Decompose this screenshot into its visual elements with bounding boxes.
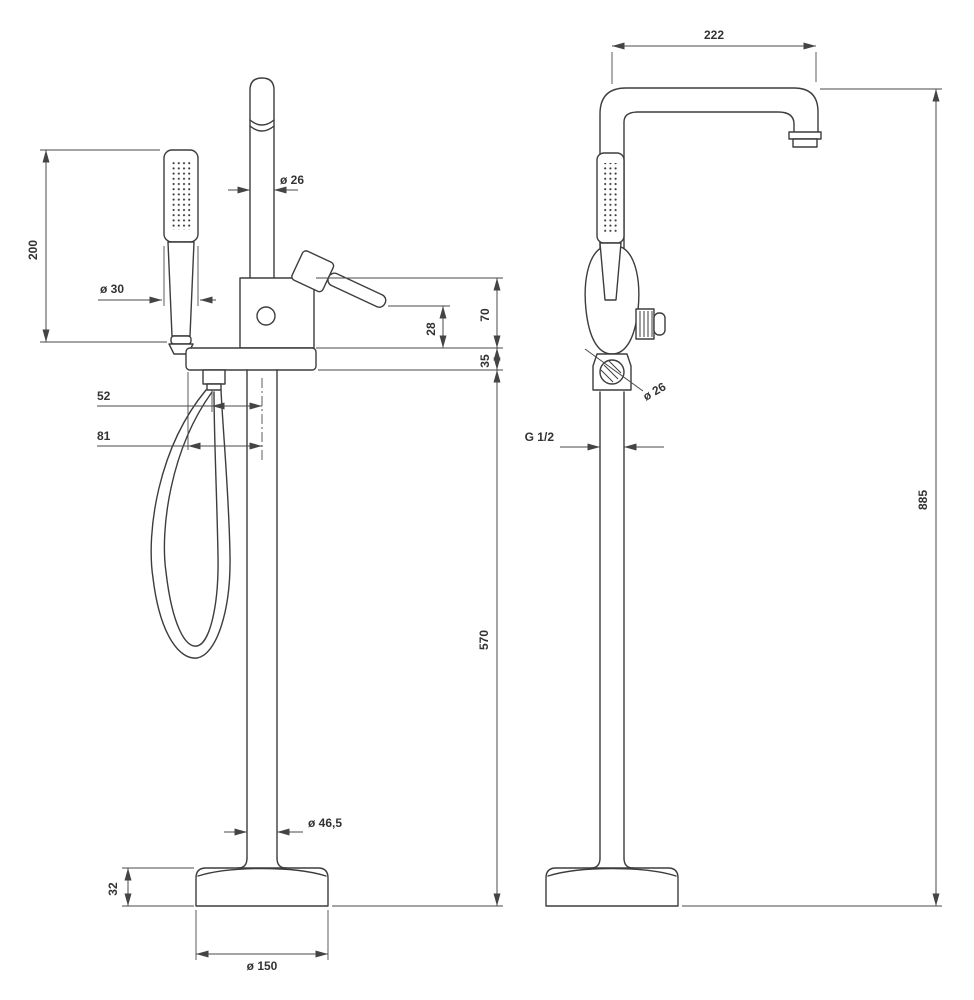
base-plate-side [545,867,679,907]
hand-shower-front [163,149,199,355]
handle-knob-side [635,308,666,340]
spray-face-side [602,163,619,233]
dim-holder-offset: 81 [97,429,111,443]
shower-hose-front [150,389,231,659]
dim-body-height: 70 [478,308,492,322]
spout-front [249,77,275,281]
dim-connection-diameter: ø 26 [641,379,669,403]
dim-thread-size: G 1/2 [525,430,555,444]
riser-column-front [237,369,287,869]
shower-bracket-front [185,347,317,391]
dimensions-side: 222 G 1/2 885 [525,28,942,907]
dim-bracket-height: 35 [478,354,492,368]
base-plate-front [195,867,329,907]
dim-column-diameter: ø 46,5 [308,816,342,830]
hand-shower-side [596,152,625,244]
dim-base-height: 32 [106,882,120,896]
dim-total-height: 885 [916,490,930,510]
dim-handshower-diameter: ø 30 [100,282,124,296]
spout-side [599,87,822,253]
dim-handle-offset: 28 [424,322,438,336]
dim-hose-hook-offset: 52 [97,389,111,403]
spray-face-front [170,160,192,230]
dim-handshower-length: 200 [26,240,40,260]
lever-handle-front [291,250,387,308]
riser-column-side [590,391,634,869]
dimensions-front: 200 ø 30 ø 26 70 28 35 570 [26,149,503,973]
front-view: 200 ø 30 ø 26 70 28 35 570 [26,77,503,973]
connection-elbow-side: ø 26 [584,348,669,404]
dim-base-diameter: ø 150 [247,959,278,973]
dim-spout-reach: 222 [704,28,724,42]
dim-spout-pipe-diameter: ø 26 [280,173,304,187]
dim-column-height: 570 [477,630,491,650]
mixer-body-front [239,277,315,349]
side-view: ø 26 222 G 1/2 [525,28,942,907]
hand-shower-handle-side [599,242,622,301]
